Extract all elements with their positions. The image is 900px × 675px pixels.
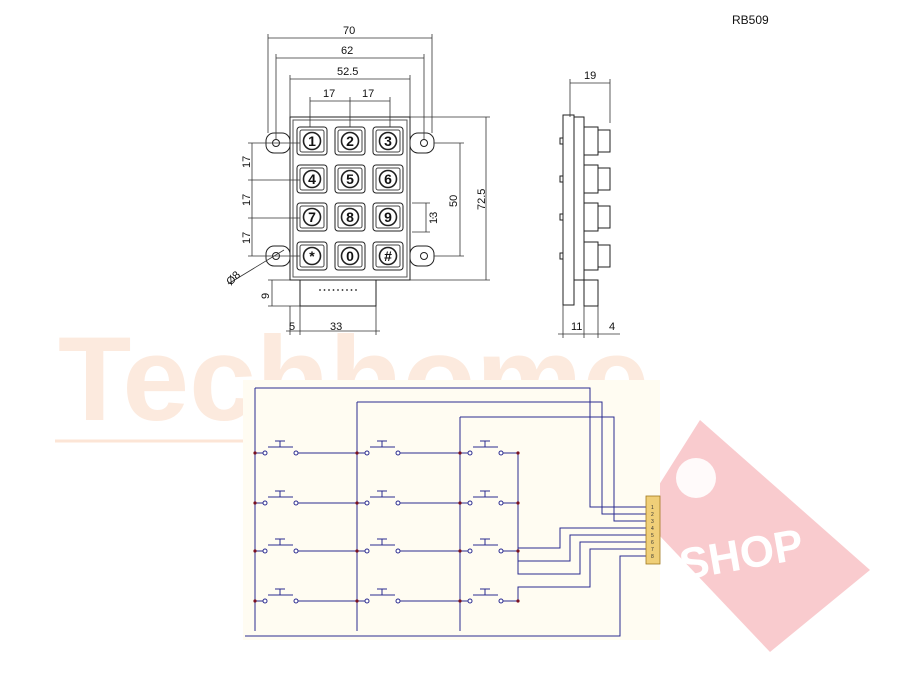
junction-node [253, 549, 257, 553]
switch-1-0 [262, 490, 299, 506]
pin-label: 7 [651, 547, 654, 553]
key-6: 7 [296, 202, 328, 232]
side-body [573, 116, 585, 281]
key-label: 0 [346, 248, 354, 264]
key-label: 4 [308, 171, 316, 187]
dim-connector-width: 33 [330, 321, 342, 333]
dim-row-pitch-1: 17 [241, 156, 253, 168]
switch-0-2 [467, 440, 504, 456]
junction-node [516, 501, 520, 505]
key-5: 6 [372, 164, 404, 194]
pin-label: 1 [651, 505, 654, 511]
mount-hole-icon [420, 139, 428, 147]
dim-key-size: 13 [428, 212, 440, 224]
junction-node [355, 549, 359, 553]
dim-connector-drop: 9 [260, 293, 272, 299]
switch-3-2 [467, 588, 504, 604]
pin-label: 5 [651, 533, 654, 539]
key-label: 1 [308, 133, 316, 149]
key-label: # [384, 248, 392, 264]
junction-node [458, 501, 462, 505]
switch-1-1 [364, 490, 401, 506]
switch-2-1 [364, 538, 401, 554]
key-9: * [296, 241, 328, 271]
junction-node [458, 451, 462, 455]
dim-key-pitch-a: 17 [323, 88, 335, 100]
side-connector [583, 279, 599, 307]
connector-pins [319, 289, 357, 291]
model-label: RB509 [732, 13, 769, 27]
key-8: 9 [372, 202, 404, 232]
key-label: 3 [384, 133, 392, 149]
dim-row-pitch-3: 17 [241, 232, 253, 244]
junction-node [516, 549, 520, 553]
key-0: 1 [296, 126, 328, 156]
switch-2-2 [467, 538, 504, 554]
connector-body [299, 279, 377, 307]
junction-node [355, 599, 359, 603]
dim-side-body: 11 [571, 321, 582, 333]
side-keys [559, 126, 611, 271]
junction-node [458, 599, 462, 603]
dim-key-pitch-b: 17 [362, 88, 374, 100]
pin-label: 4 [651, 526, 654, 532]
dim-hole-vertical: 50 [448, 195, 460, 207]
key-4: 5 [334, 164, 366, 194]
key-label: 7 [308, 209, 316, 225]
dim-keypad-width: 52.5 [337, 66, 358, 78]
junction-node [253, 599, 257, 603]
key-label: 2 [346, 133, 354, 149]
key-label: * [309, 248, 315, 264]
dim-hole-spacing: 62 [341, 45, 353, 57]
key-label: 5 [346, 171, 354, 187]
dim-side-plate: 4 [609, 321, 615, 333]
key-1: 2 [334, 126, 366, 156]
junction-node [355, 451, 359, 455]
switch-3-1 [364, 588, 401, 604]
key-label: 8 [346, 209, 354, 225]
pin-label: 6 [651, 540, 654, 546]
pin-label: 3 [651, 519, 654, 525]
key-2: 3 [372, 126, 404, 156]
key-11: # [372, 241, 404, 271]
junction-node [516, 451, 520, 455]
switch-1-2 [467, 490, 504, 506]
dim-overall-height: 72.5 [476, 189, 488, 210]
key-label: 6 [384, 171, 392, 187]
watermark-tag: SHOP [640, 420, 870, 652]
schematic-switches [262, 440, 504, 604]
junction-node [253, 451, 257, 455]
switch-2-0 [262, 538, 299, 554]
pin-label: 8 [651, 554, 654, 560]
key-label: 9 [384, 209, 392, 225]
switch-3-0 [262, 588, 299, 604]
junction-node [253, 501, 257, 505]
junction-node [458, 549, 462, 553]
mount-hole-icon [420, 252, 428, 260]
switch-0-0 [262, 440, 299, 456]
schematic-nodes [253, 451, 520, 603]
pin-header [645, 495, 661, 565]
dim-row-pitch-2: 17 [241, 194, 253, 206]
key-10: 0 [334, 241, 366, 271]
dim-overall-width: 70 [343, 25, 355, 37]
pin-label: 2 [651, 512, 654, 518]
key-3: 4 [296, 164, 328, 194]
key-grid: 1 2 3 4 5 6 7 8 9 * 0 # [296, 126, 404, 271]
dim-side-depth: 19 [584, 70, 596, 82]
key-7: 8 [334, 202, 366, 232]
switch-0-1 [364, 440, 401, 456]
dim-connector-offset: 5 [289, 321, 295, 333]
junction-node [516, 599, 520, 603]
junction-node [355, 501, 359, 505]
